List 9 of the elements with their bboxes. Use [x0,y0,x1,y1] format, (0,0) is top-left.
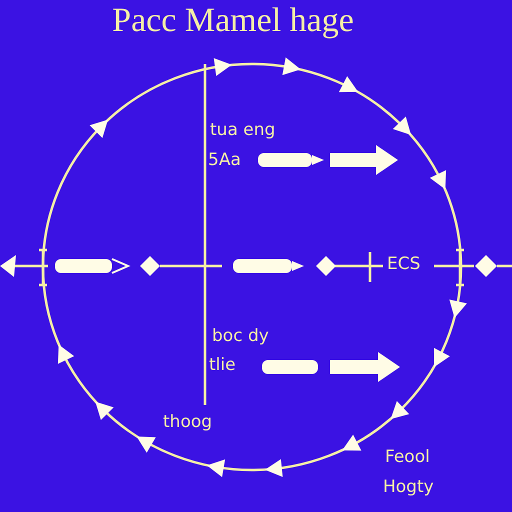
text-label: thoog [163,413,212,432]
text-label: tua eng [210,121,276,140]
text-label: ECS [387,255,420,274]
text-label: Feool [385,448,430,467]
text-label: 5Aa [208,151,241,170]
text-label: boc dy [212,327,269,346]
text-label: Hogty [383,478,434,497]
text-label: tlie [209,356,236,375]
title: Pacc Mamel hage [112,2,354,40]
